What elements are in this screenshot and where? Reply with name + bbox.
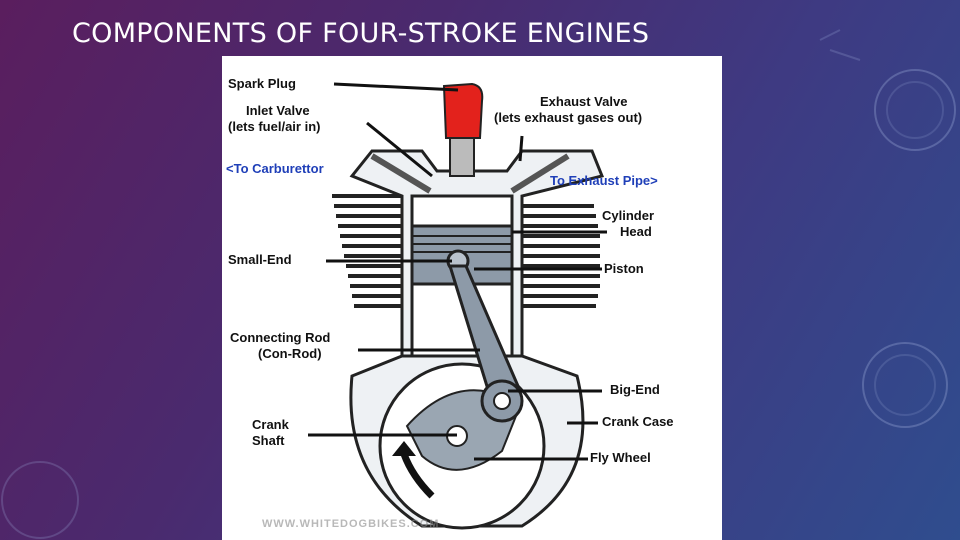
label-small-end: Small-End — [228, 252, 292, 267]
label-inlet-valve: Inlet Valve — [246, 103, 310, 118]
label-connecting-rod: Connecting Rod — [230, 330, 331, 345]
connecting-rod — [447, 264, 521, 398]
label-crank: Crank — [252, 417, 289, 432]
label-to-carburettor: <To Carburettor — [226, 161, 324, 176]
label-to-exhaust-pipe: To Exhaust Pipe> — [550, 173, 658, 188]
label-head: Head — [620, 224, 652, 239]
rotation-arrow — [400, 452, 435, 499]
label-inlet-valve-note: (lets fuel/air in) — [228, 119, 321, 134]
label-fly-wheel: Fly Wheel — [590, 450, 651, 465]
label-exhaust-valve-note: (lets exhaust gases out) — [494, 110, 643, 125]
label-big-end: Big-End — [610, 382, 660, 397]
watermark: WWW.WHITEDOGBIKES.COM — [262, 518, 440, 530]
label-spark-plug: Spark Plug — [228, 76, 296, 91]
label-crank-case: Crank Case — [602, 414, 674, 429]
label-exhaust-valve: Exhaust Valve — [540, 94, 628, 109]
engine-drawing — [308, 82, 607, 530]
label-shaft: Shaft — [252, 433, 285, 448]
slide-title: COMPONENTS OF FOUR-STROKE ENGINES — [72, 18, 650, 49]
cooling-fins — [332, 194, 600, 308]
engine-diagram: Spark Plug Inlet Valve (lets fuel/air in… — [222, 56, 722, 540]
leader-lines — [308, 82, 607, 461]
exhaust-port — [510, 153, 570, 194]
label-cylinder: Cylinder — [602, 208, 655, 223]
label-piston: Piston — [604, 261, 644, 276]
spark-plug — [442, 82, 484, 177]
intake-port — [370, 153, 432, 194]
label-con-rod: (Con-Rod) — [258, 346, 322, 361]
